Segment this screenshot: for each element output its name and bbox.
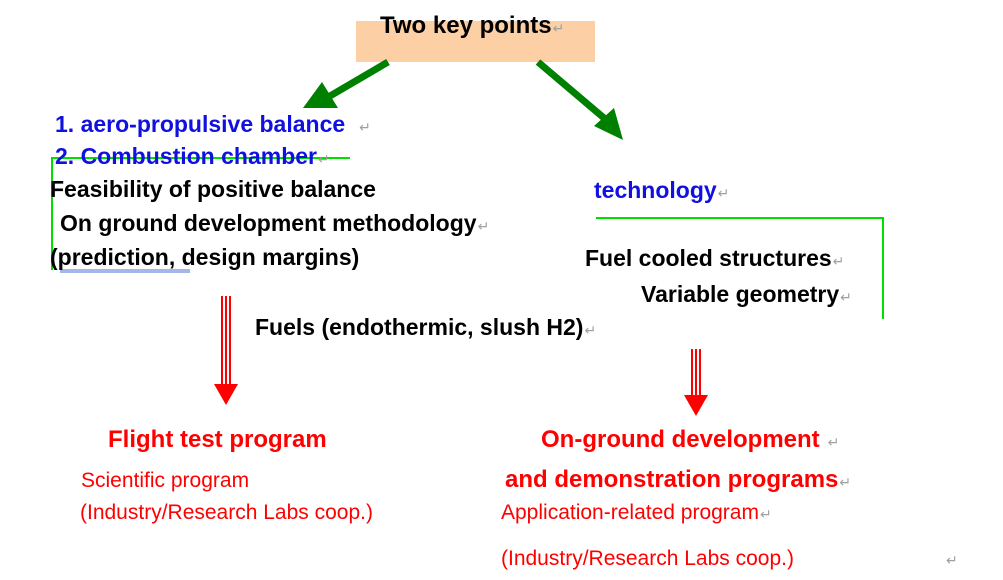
prediction-word: prediction bbox=[57, 244, 169, 270]
flight-test-sub-1: Scientific program bbox=[81, 469, 250, 492]
flight-test-title: Flight test program bbox=[108, 426, 327, 453]
green-arrow-right bbox=[535, 59, 623, 140]
left-line-1: Feasibility of positive balance bbox=[50, 176, 376, 202]
red-arrow-left bbox=[214, 296, 238, 405]
left-bracket bbox=[51, 157, 350, 270]
right-bracket bbox=[596, 217, 884, 319]
header-box bbox=[356, 21, 595, 62]
fuels-line: Fuels (endothermic, slush H2)↵ bbox=[255, 314, 597, 340]
header-title: Two key points↵ bbox=[380, 12, 565, 39]
paragraph-mark: ↵ bbox=[946, 552, 958, 568]
ground-dev-title-1: On-ground development↵ bbox=[541, 426, 840, 453]
right-line-2: Variable geometry↵ bbox=[641, 281, 852, 307]
right-line-1: Fuel cooled structures↵ bbox=[585, 245, 845, 271]
left-line-2: On ground development methodology↵ bbox=[60, 210, 490, 236]
left-item-1: 1. aero-propulsive balance↵ bbox=[55, 111, 371, 137]
flight-test-sub-2: (Industry/Research Labs coop.) bbox=[80, 501, 373, 524]
ground-dev-sub-2: (Industry/Research Labs coop.) bbox=[501, 547, 794, 570]
ground-dev-title-2: and demonstration programs↵ bbox=[505, 466, 852, 493]
left-item-2: 2. Combustion chamber↵ bbox=[55, 143, 330, 169]
left-line-3: (prediction, design margins) bbox=[50, 244, 360, 270]
ground-dev-sub-1: Application-related program↵ bbox=[501, 501, 772, 524]
red-arrow-right bbox=[684, 349, 708, 416]
right-title: technology↵ bbox=[594, 177, 730, 203]
green-arrow-left bbox=[303, 58, 390, 108]
